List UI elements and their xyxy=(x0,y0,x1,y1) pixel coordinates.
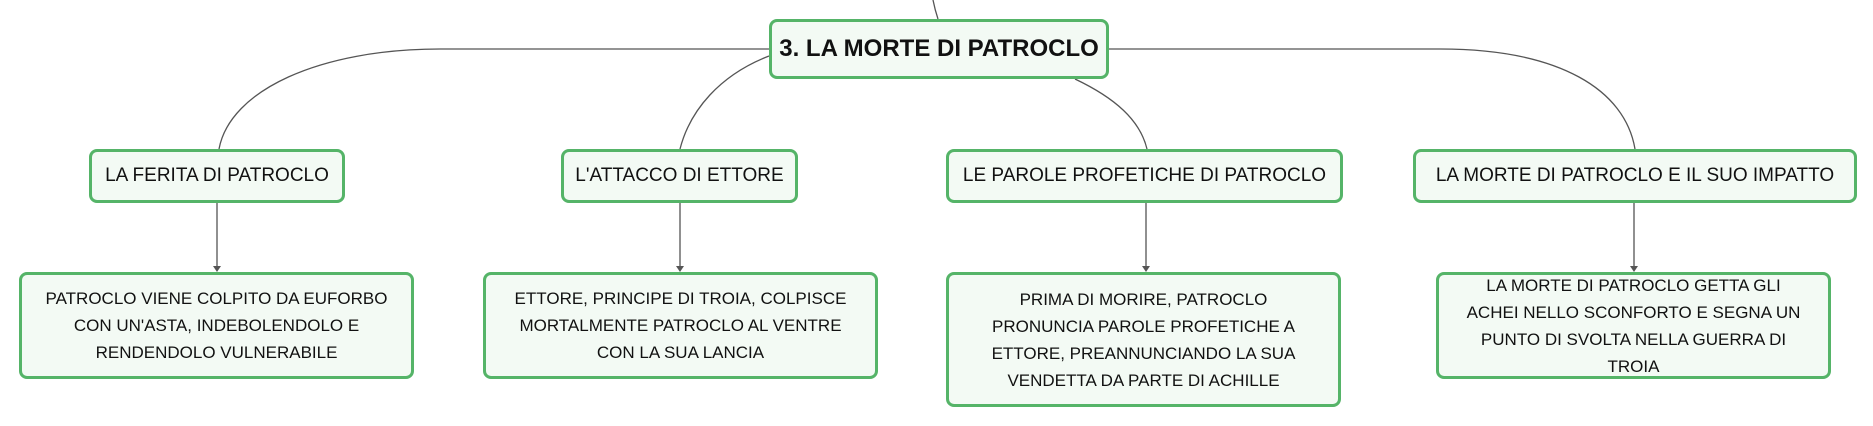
detail-node-1[interactable]: PATROCLO VIENE COLPITO DA EUFORBO CON UN… xyxy=(19,272,414,379)
connector-root-to-topic-4 xyxy=(1109,48,1636,150)
detail-node-text: PATROCLO VIENE COLPITO DA EUFORBO CON UN… xyxy=(45,289,388,362)
topic-node-label: LE PAROLE PROFETICHE DI PATROCLO xyxy=(962,165,1327,186)
topic-node-label: LA MORTE DI PATROCLO E IL SUO IMPATTO xyxy=(1435,165,1835,186)
detail-node-text: PRIMA DI MORIRE, PATROCLO PRONUNCIA PARO… xyxy=(991,289,1296,390)
detail-node-text: ETTORE, PRINCIPE DI TROIA, COLPISCE MORT… xyxy=(514,289,847,362)
connector-root-to-topic-2 xyxy=(679,55,770,150)
root-node[interactable]: 3. LA MORTE DI PATROCLO xyxy=(769,19,1109,79)
detail-node-2[interactable]: ETTORE, PRINCIPE DI TROIA, COLPISCE MORT… xyxy=(483,272,878,379)
connector-root-to-topic-3 xyxy=(1074,78,1148,150)
connector-parent-to-root xyxy=(932,0,939,20)
topic-node-1[interactable]: LA FERITA DI PATROCLO xyxy=(89,149,345,203)
detail-node-4[interactable]: LA MORTE DI PATROCLO GETTA GLI ACHEI NEL… xyxy=(1436,272,1831,379)
detail-node-text: LA MORTE DI PATROCLO GETTA GLI ACHEI NEL… xyxy=(1466,275,1801,376)
topic-node-3[interactable]: LE PAROLE PROFETICHE DI PATROCLO xyxy=(946,149,1343,203)
topic-node-4[interactable]: LA MORTE DI PATROCLO E IL SUO IMPATTO xyxy=(1413,149,1857,203)
topic-node-2[interactable]: L'ATTACCO DI ETTORE xyxy=(561,149,798,203)
detail-node-3[interactable]: PRIMA DI MORIRE, PATROCLO PRONUNCIA PARO… xyxy=(946,272,1341,407)
connector-root-to-topic-1 xyxy=(218,48,769,150)
arrowhead-detail-1 xyxy=(213,266,221,272)
arrowhead-detail-4 xyxy=(1630,266,1638,272)
arrowhead-detail-3 xyxy=(1142,266,1150,272)
root-node-label: 3. LA MORTE DI PATROCLO xyxy=(779,35,1099,62)
topic-node-label: LA FERITA DI PATROCLO xyxy=(105,165,329,186)
topic-node-label: L'ATTACCO DI ETTORE xyxy=(575,165,784,186)
arrowhead-detail-2 xyxy=(676,266,684,272)
